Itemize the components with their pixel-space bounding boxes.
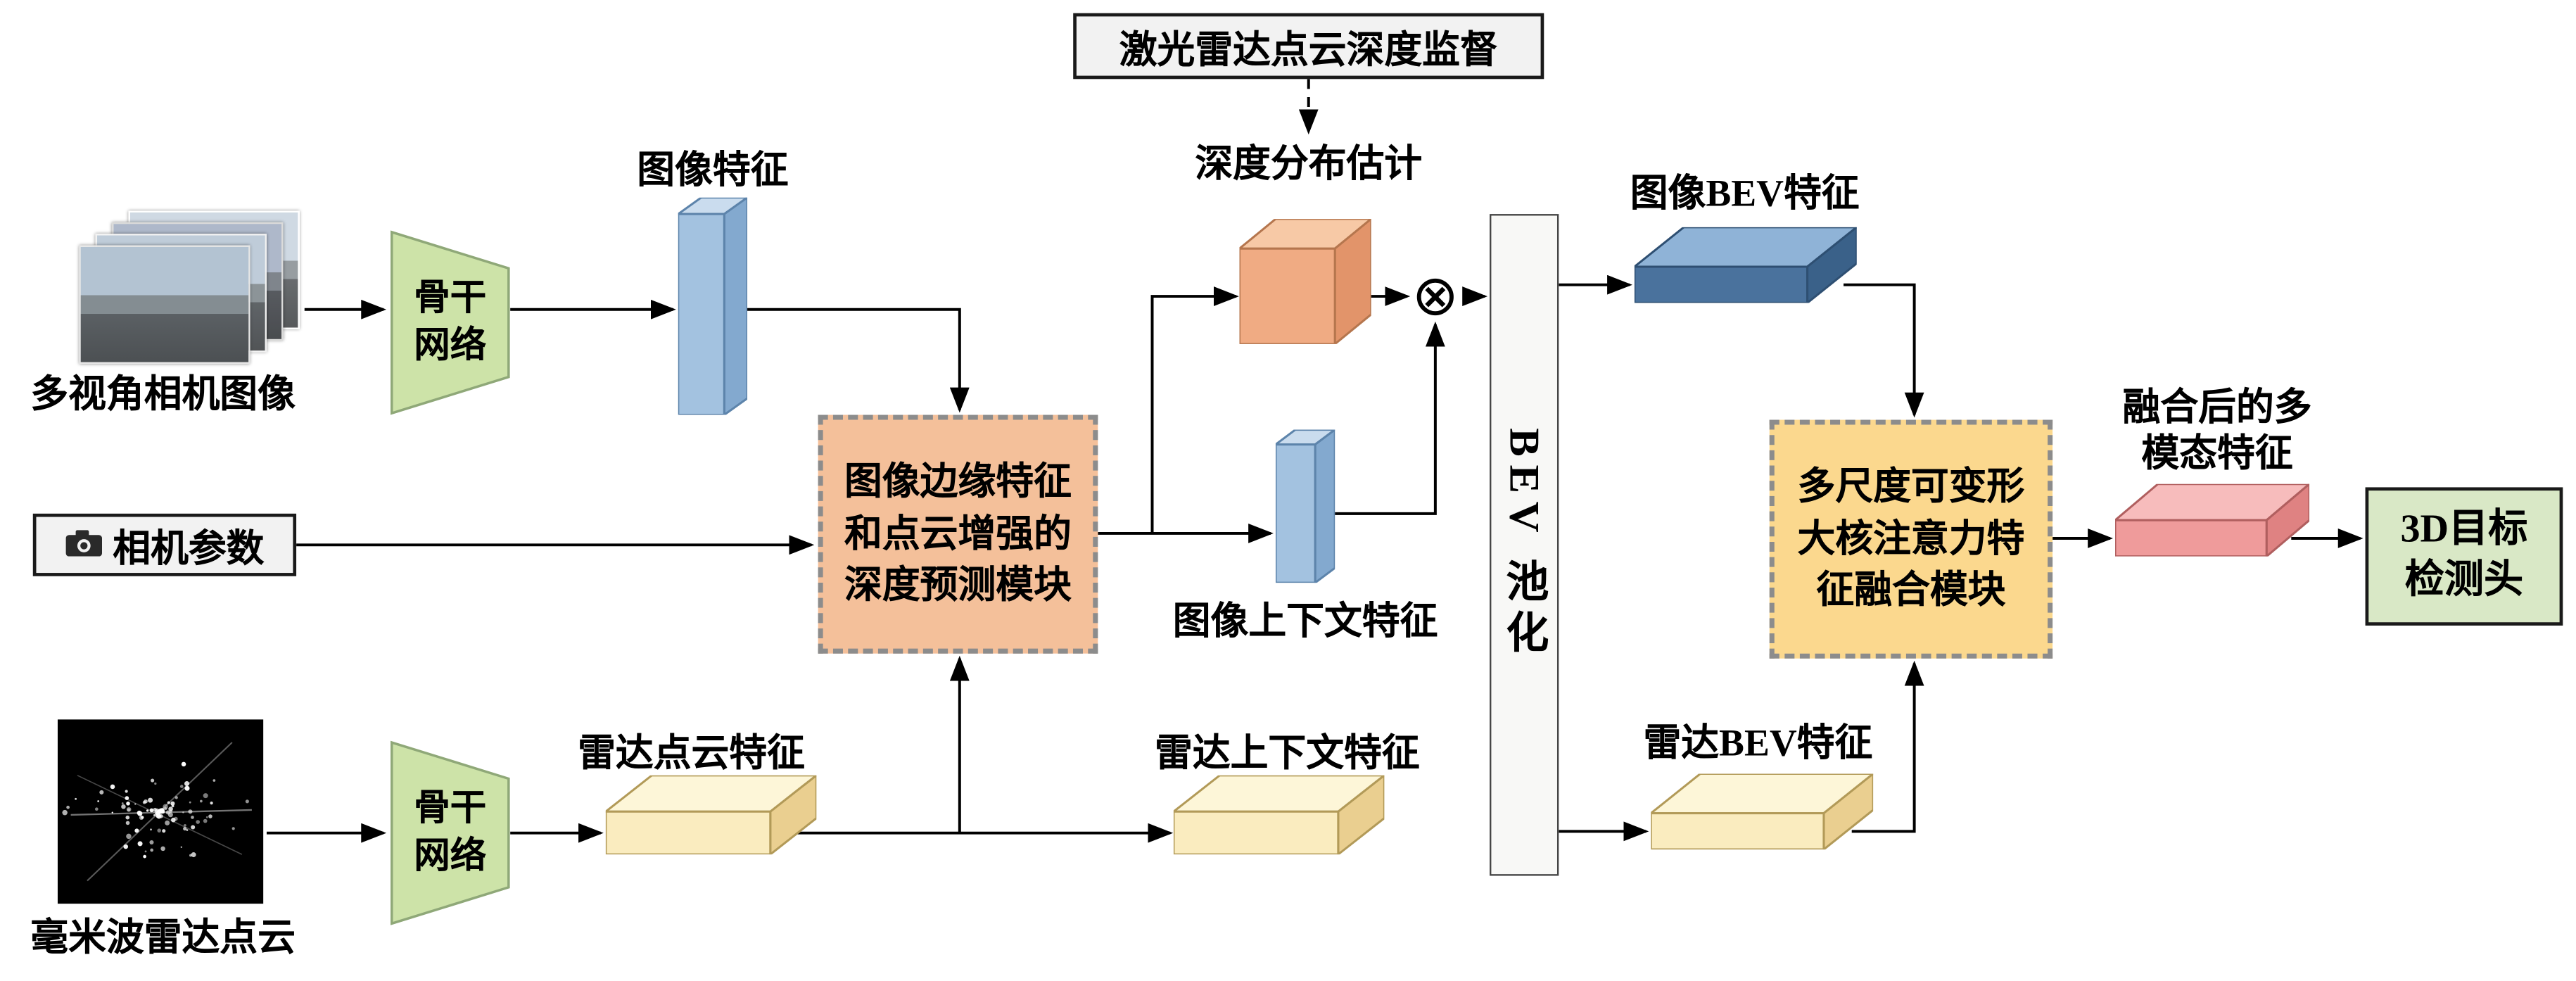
depth-prediction-module-label: 图像边缘特征 和点云增强的 深度预测模块 — [844, 460, 1072, 607]
image-bev-slab — [1633, 226, 1858, 311]
image-feature-label: 图像特征 — [637, 149, 789, 191]
fusion-module-label: 多尺度可变形 大核注意力特 征融合模块 — [1797, 465, 2025, 612]
bev-pooling-label: BEV 池化 — [1500, 428, 1549, 662]
radar-context-label: 雷达上下文特征 — [1155, 732, 1420, 774]
radar-pointcloud-label: 毫米波雷达点云 — [30, 916, 296, 958]
arrow-to-depth-volume — [1150, 286, 1239, 533]
arrow-image-bev-to-fusion — [1844, 283, 1924, 418]
arrow-radar-bev-to-fusion — [1851, 660, 1924, 833]
radar-backbone: 骨干 网络 — [390, 740, 510, 925]
image-context-label: 图像上下文特征 — [1172, 600, 1438, 643]
image-feature-box — [677, 196, 749, 423]
fusion-module: 多尺度可变形 大核注意力特 征融合模块 — [1769, 419, 2053, 659]
arrow-image-feature-to-depth-module — [747, 308, 970, 413]
camera-params-box: 相机参数 — [32, 513, 297, 576]
detection-head-box: 3D目标 检测头 — [2365, 487, 2563, 626]
depth-distribution-volume — [1238, 217, 1373, 352]
image-context-box — [1274, 429, 1336, 591]
camera-images-label: 多视角相机图像 — [30, 374, 296, 415]
lidar-supervision-label: 激光雷达点云深度监督 — [1119, 30, 1498, 71]
multiview-camera-images — [79, 210, 301, 364]
image-bev-label: 图像BEV特征 — [1630, 172, 1860, 215]
camera-params-label: 相机参数 — [113, 528, 265, 570]
fused-feature-slab — [2114, 483, 2311, 565]
radar-feature-slab — [604, 774, 818, 863]
trapezoid-shape — [390, 230, 510, 415]
trapezoid-shape — [390, 740, 510, 925]
arrow-image-context-to-multiply — [1335, 321, 1445, 515]
detection-head-label: 3D目标 检测头 — [2400, 508, 2528, 603]
bev-pooling-box: BEV 池化 — [1490, 214, 1559, 876]
radar-backbone-label: 骨干 网络 — [414, 787, 487, 876]
depth-distribution-label: 深度分布估计 — [1195, 143, 1423, 185]
camera-icon — [65, 524, 101, 567]
radar-pointcloud-image — [57, 719, 264, 912]
radar-bev-label: 雷达BEV特征 — [1643, 722, 1873, 764]
depth-prediction-module: 图像边缘特征 和点云增强的 深度预测模块 — [818, 414, 1098, 654]
radar-context-slab — [1172, 774, 1385, 863]
fused-feature-label: 融合后的多 模态特征 — [2122, 386, 2312, 474]
radar-feature-label: 雷达点云特征 — [578, 732, 805, 774]
radar-bev-slab — [1649, 772, 1874, 857]
image-backbone-label: 骨干 网络 — [414, 277, 487, 366]
radar-pointcloud-svg — [57, 719, 264, 904]
lidar-supervision-box: 激光雷达点云深度监督 — [1073, 13, 1544, 80]
camera-photo — [79, 245, 250, 364]
image-backbone: 骨干 网络 — [390, 230, 510, 415]
multiply-operator: ⊗ — [1411, 263, 1459, 329]
